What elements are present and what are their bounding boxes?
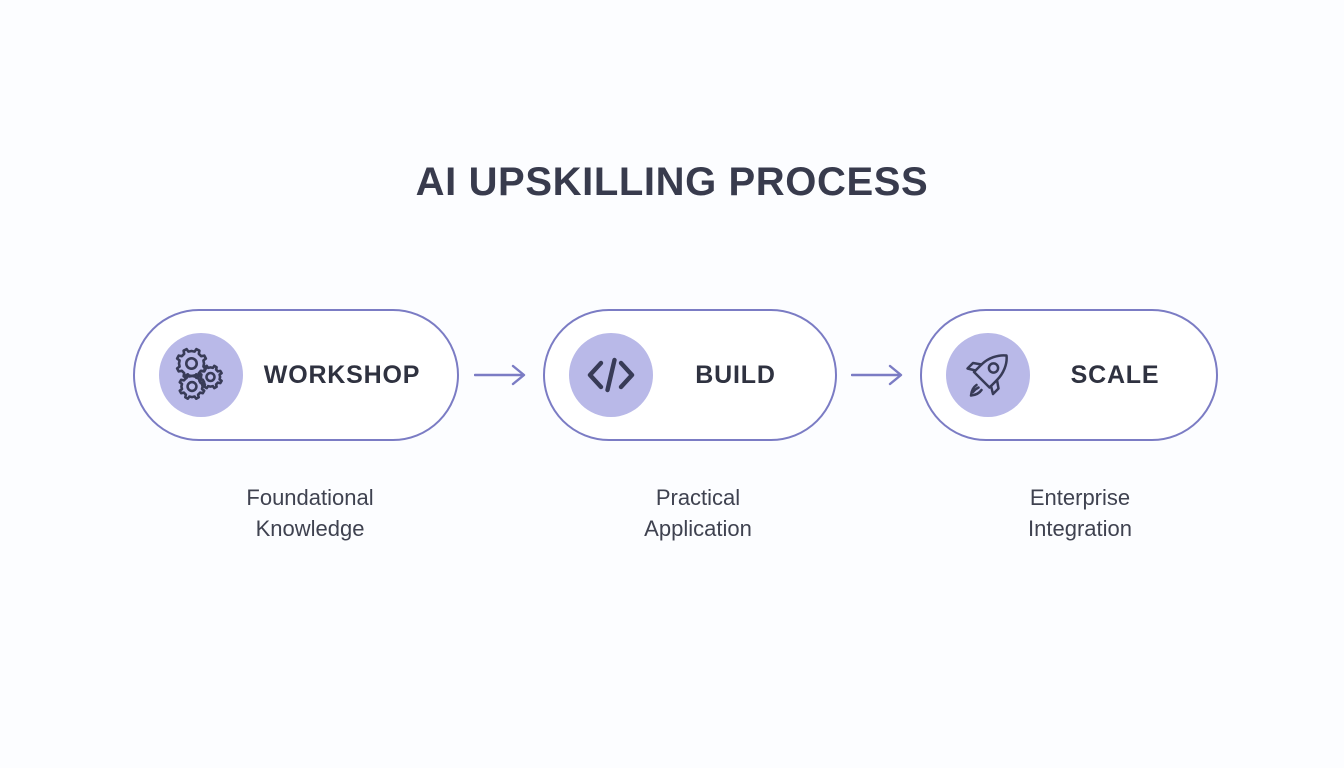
stage-card-workshop[interactable]: WORKSHOP	[133, 309, 459, 441]
stage-caption-scale: Enterprise Integration	[1028, 485, 1132, 541]
stage-caption-build: Practical Application	[644, 485, 752, 541]
gears-icon	[159, 333, 243, 417]
stage-card-build[interactable]: BUILD	[542, 309, 837, 441]
stage-captions: Foundational Knowledge Practical Applica…	[0, 482, 1344, 552]
rocket-icon	[946, 333, 1030, 417]
process-flow: WORKSHOP BUILD	[133, 309, 1218, 441]
stage-caption-workshop: Foundational Knowledge	[246, 485, 374, 541]
page-title: AI UPSKILLING PROCESS	[415, 160, 929, 204]
code-brackets-icon	[568, 333, 653, 417]
stage-label-build: BUILD	[695, 360, 776, 389]
stage-label-scale: SCALE	[1070, 360, 1160, 389]
stage-card-scale[interactable]: SCALE	[920, 309, 1218, 441]
stage-label-workshop: WORKSHOP	[263, 360, 421, 389]
arrow-right-icon	[473, 363, 528, 387]
arrow-right-icon	[851, 363, 905, 387]
